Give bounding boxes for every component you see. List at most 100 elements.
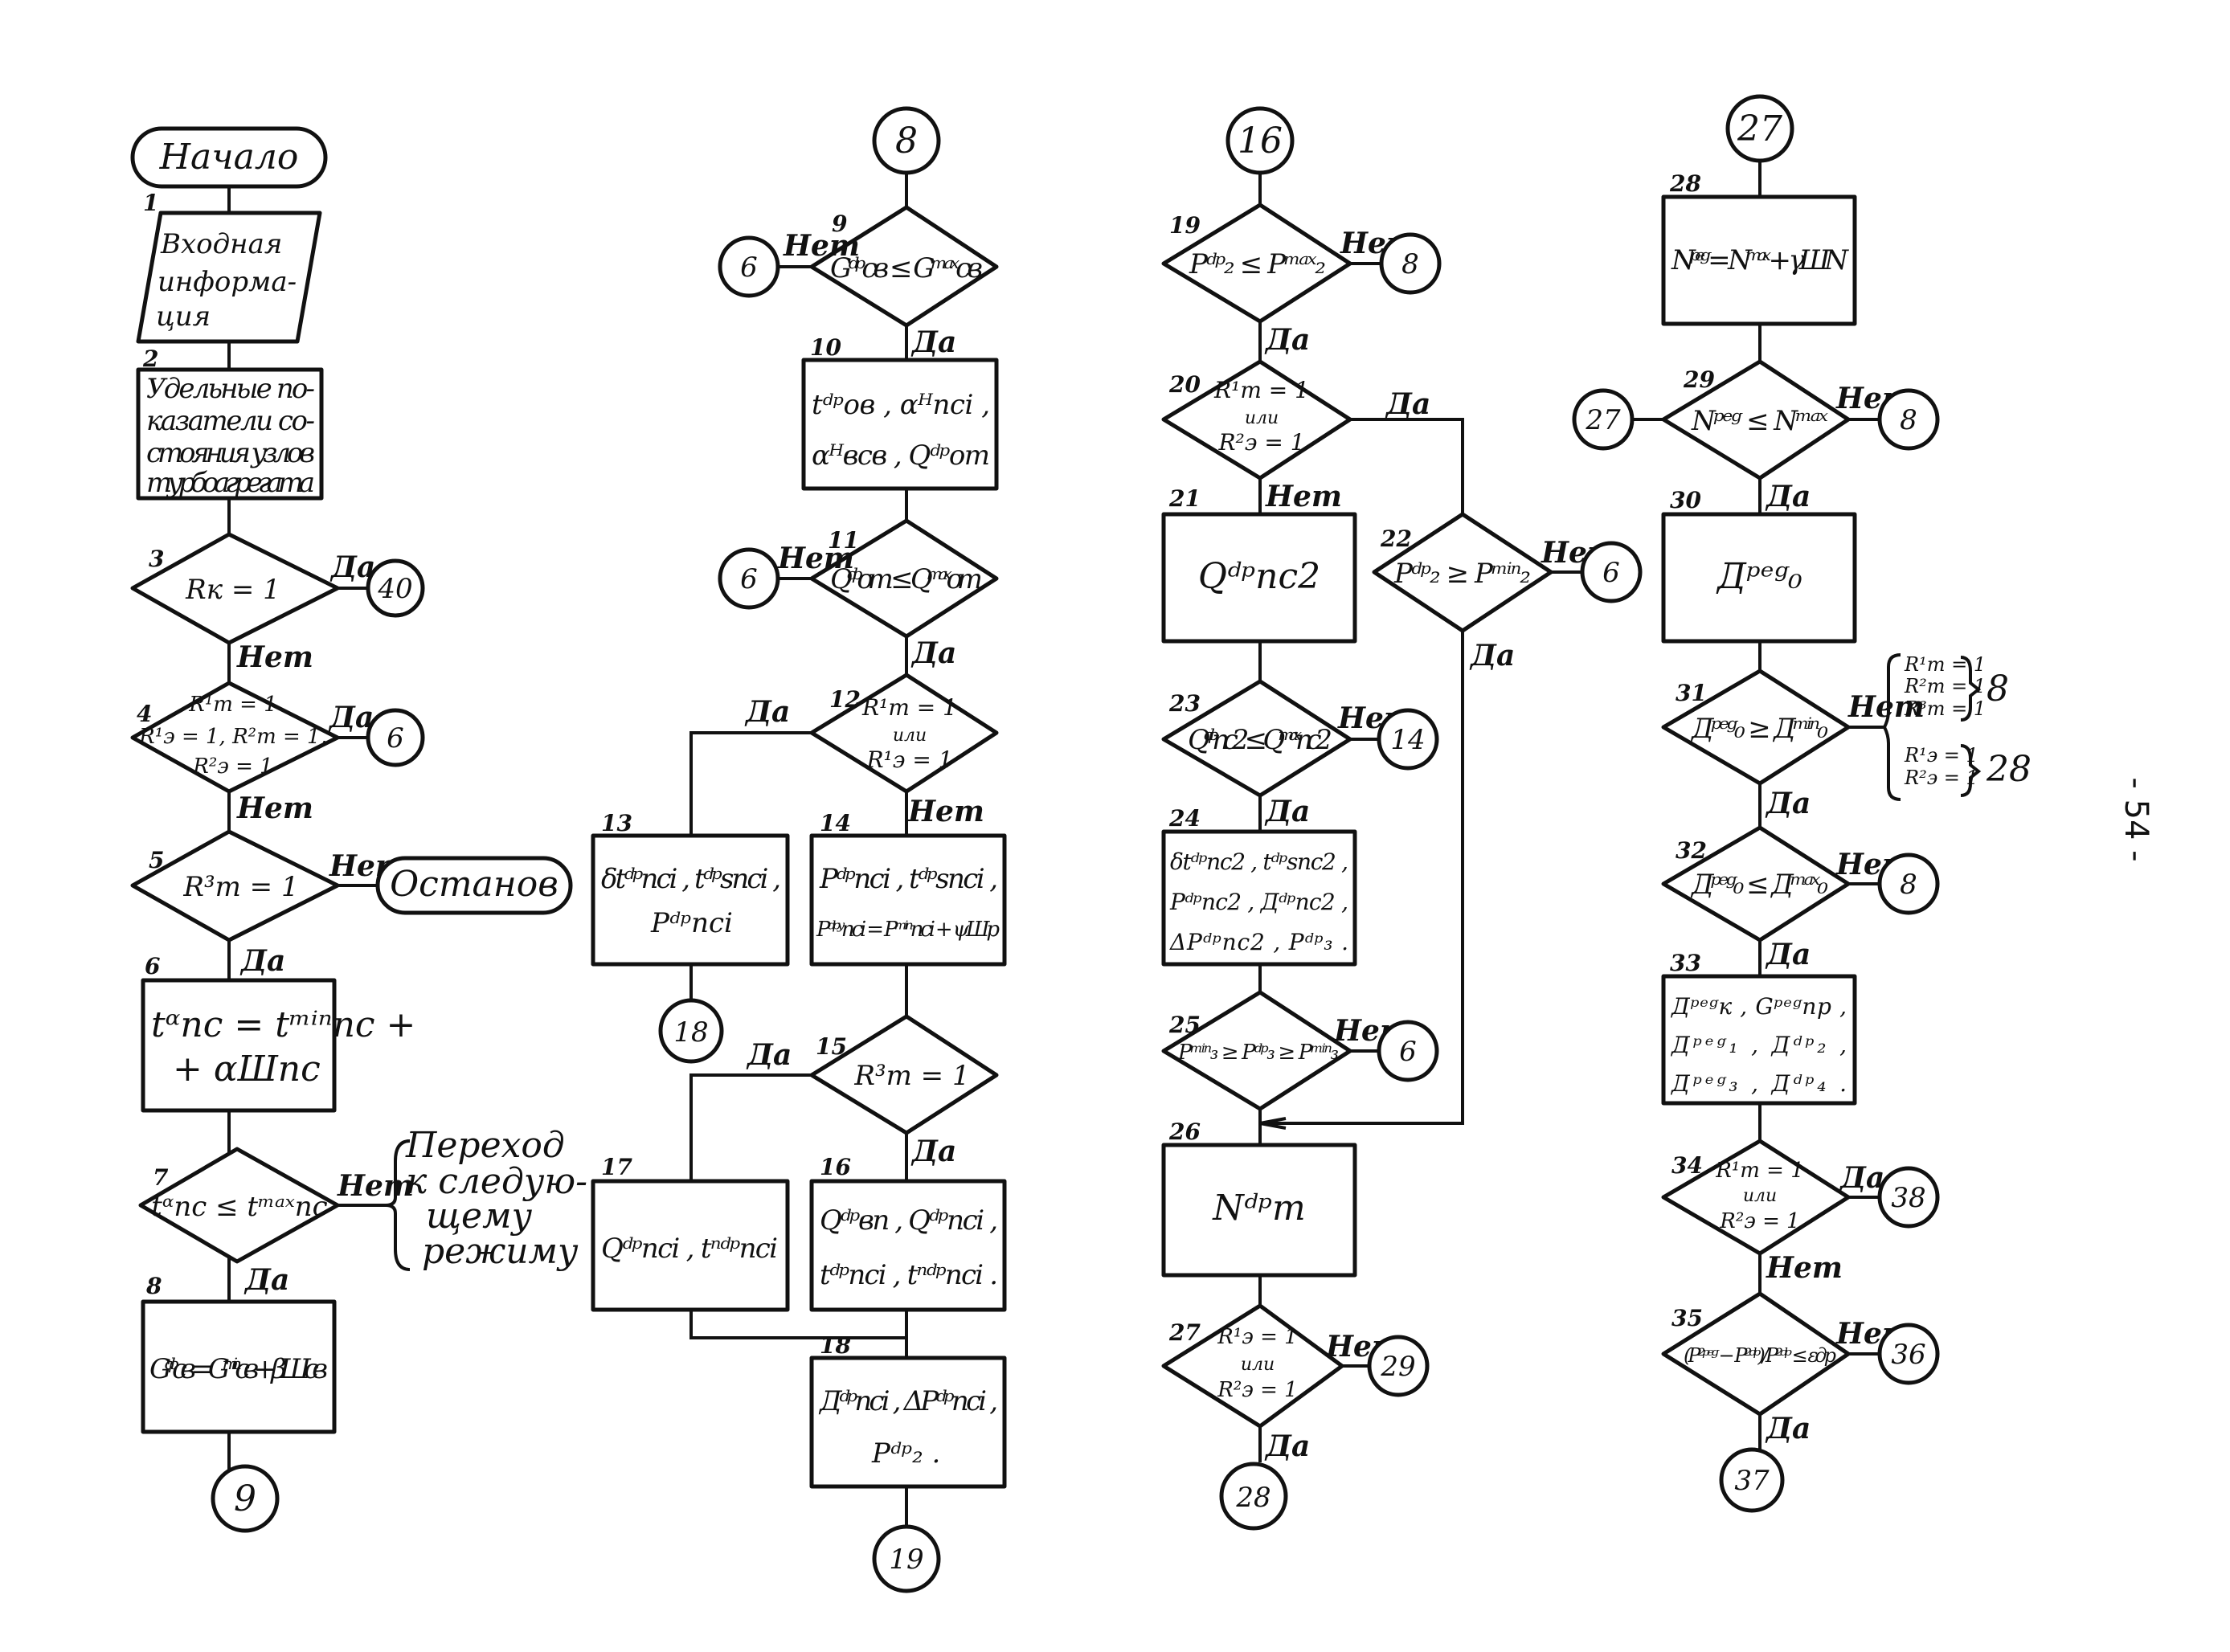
decision-block-4-condition: R²э = 1 (192, 754, 272, 779)
connector-14 (1377, 708, 1439, 771)
decision-block-20-condition: R¹т = 1 (1213, 377, 1309, 403)
decision-block-12 (809, 673, 999, 794)
column-4: 27 28 Nᵖᵉᵍ = Nᵐᵃˣ + γШN 29 Nᵖᵉᵍ ≤ Nᵐᵃˣ Н… (1572, 94, 2032, 1513)
connector-37-label: 37 (1734, 1465, 1770, 1497)
process-block-21 (1161, 512, 1357, 644)
step-number: 12 (829, 686, 861, 713)
no-label: Нет (777, 542, 854, 575)
yes-label: Да (1469, 639, 1515, 673)
column-1: Начало 1 Входная информа- ция 2 Удельные… (130, 126, 587, 1533)
connector-8-label: 8 (1900, 869, 1917, 901)
process-block-33-line: Дᵖᵉᵍк , Gᵖᵉᵍпр , (1670, 993, 1847, 1020)
connector-40 (366, 558, 425, 618)
condition-brace (1882, 653, 1901, 801)
step-number: 25 (1168, 1012, 1201, 1038)
process-block-14-line: Pᵈᵖпсi , tᵈᵖsпсi , (819, 863, 998, 895)
decision-block-29 (1661, 359, 1851, 480)
process-block-10-line: αᴴвсв , Qᵈᵖот (812, 440, 990, 472)
yes-label: Да (910, 325, 956, 359)
yes-label: Да (744, 695, 790, 729)
condition-note-line: R¹т = 1 (1904, 653, 1986, 676)
connector-9 (211, 1464, 280, 1533)
no-label: Нет (1265, 480, 1342, 513)
column-2: 8 9 Gᵈᵖсв ≤ Gᵐᵃˣсв Нет Да 6 10 tᵈᵖов , α… (591, 106, 1007, 1593)
step-number: 34 (1671, 1152, 1703, 1179)
decision-block-12-condition: или (893, 726, 927, 746)
step-number: 23 (1168, 690, 1201, 717)
decision-block-23 (1161, 679, 1352, 798)
step-number: 8 (145, 1273, 162, 1299)
decision-block-27 (1161, 1303, 1344, 1429)
yes-label: Да (1264, 795, 1310, 828)
connector-8-label: 8 (1900, 404, 1917, 436)
yes-label: Да (1765, 787, 1811, 820)
connector-19 (872, 1524, 941, 1593)
process-block-13-line: δtᵈᵖпсi , tᵈᵖsпсi , (601, 863, 781, 895)
connector-6-label: 6 (1602, 557, 1620, 589)
process-block-6-line: + αШпс (173, 1049, 321, 1090)
process-block-26 (1161, 1143, 1357, 1278)
transition-note-line: щему (426, 1196, 533, 1237)
process-block-26-line: Nᵈᵖт (1212, 1188, 1305, 1229)
process-block-21-line: Qᵈᵖпс2 (1198, 556, 1320, 597)
step-number: 17 (601, 1154, 632, 1180)
column-3: 16 19 Pᵈᵖ₂ ≤ Pᵐᵃˣ₂ Нет Да 8 20 R¹т = 1 и… (1161, 106, 1643, 1531)
no-label: Нет (783, 229, 860, 263)
step-number: 24 (1168, 805, 1201, 832)
connector-6 (1580, 541, 1643, 603)
process-block-2-line: турбоагрегата (146, 467, 315, 499)
process-block-14-line: Pᵈᵖʸпсi = Pᵐⁱⁿпсi + ψШp (816, 918, 1000, 942)
process-block-16-line: Qᵈᵖвп , Qᵈᵖпсi , (820, 1204, 998, 1237)
yes-label: Да (1264, 323, 1310, 357)
process-block-33-line: Дᵖᵉᵍ₃ , Дᵈᵖ₄ . (1670, 1070, 1847, 1097)
decision-block-32-condition: Дᵖᵉᵍ₀ ≤ Дᵐᵃˣ₀ (1690, 869, 1828, 901)
process-block-30 (1661, 512, 1857, 644)
connector-16-label: 16 (1238, 121, 1283, 162)
connector-8-label: 8 (1401, 248, 1419, 280)
step-number: 29 (1683, 366, 1715, 393)
process-block-30-line: Дᵖᵉᵍ₀ (1716, 556, 1802, 597)
process-block-28-line: Nᵖᵉᵍ = Nᵐᵃˣ + γШN (1671, 244, 1849, 276)
connector-9-label: 9 (234, 1478, 256, 1519)
no-label: Нет (907, 795, 984, 828)
connector-6 (366, 708, 425, 767)
yes-label: Да (1264, 1429, 1310, 1463)
decision-block-35-condition: (P²ᵖᵉᵍ − P²ᵈᵖ)/P²ᵈᵖ ≤ εдр (1684, 1344, 1836, 1367)
step-number: 7 (153, 1164, 169, 1191)
decision-block-34-condition: или (1743, 1186, 1777, 1206)
process-block-8-line: Gᵈᵖсв = Gᵐⁱⁿсв + βШсв (149, 1353, 328, 1385)
decision-block-12-condition: R¹э = 1 (865, 746, 952, 773)
connector-8 (872, 106, 941, 175)
step-number: 11 (828, 527, 859, 554)
yes-label: Да (328, 701, 374, 734)
process-block-18-line: Дᵈᵖпсi , ΔPᵈᵖпсi , (818, 1385, 998, 1417)
start-label: Начало (159, 137, 299, 178)
process-block-24-line: δtᵈᵖпс2 , tᵈᵖsпс2 , (1170, 848, 1348, 875)
step-number: 3 (149, 546, 164, 572)
connector-27-label: 27 (1737, 108, 1782, 149)
step-number: 9 (832, 211, 847, 237)
decision-block-5 (130, 829, 340, 943)
process-block-2 (136, 367, 324, 501)
connector-28 (1219, 1462, 1288, 1531)
decision-block-20 (1161, 359, 1352, 480)
step-number: 1 (143, 190, 158, 216)
process-block-24 (1161, 829, 1357, 967)
yes-label: Да (243, 1263, 289, 1297)
process-block-13 (591, 833, 790, 967)
condition-note-target: 8 (1987, 669, 2009, 709)
connector-36-label: 36 (1891, 1339, 1925, 1371)
process-block-18 (809, 1356, 1007, 1489)
decision-block-7 (138, 1147, 340, 1264)
process-block-33 (1661, 974, 1857, 1106)
connector-37 (1719, 1447, 1785, 1513)
step-number: 30 (1670, 487, 1701, 513)
decision-block-31 (1661, 669, 1851, 786)
no-label: Нет (1766, 1251, 1843, 1285)
input-block-1-line: ция (156, 301, 211, 333)
process-block-18-line: Pᵈᵖ₂ . (871, 1437, 940, 1470)
process-block-13-line: Pᵈᵖпсi (650, 907, 733, 939)
decision-block-3-condition: Rк = 1 (185, 574, 280, 606)
process-block-2-line: Удельные по- (146, 373, 315, 405)
